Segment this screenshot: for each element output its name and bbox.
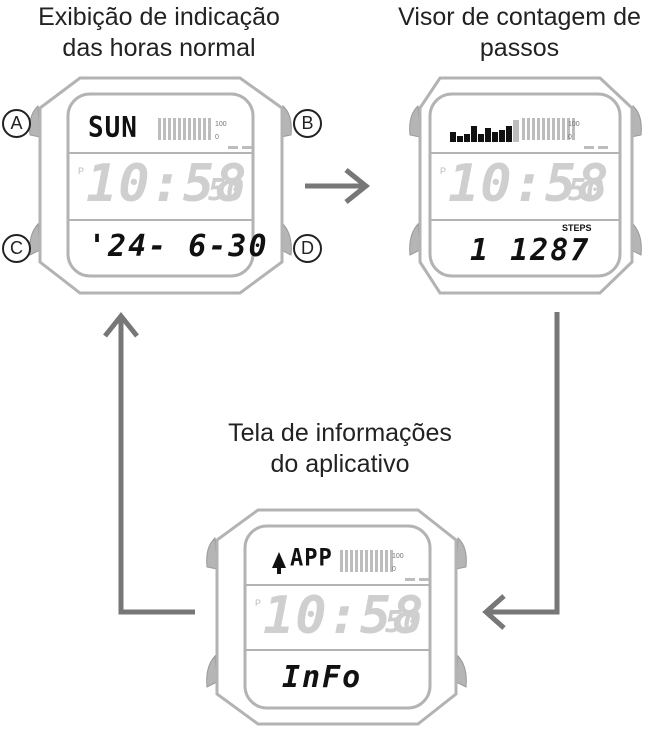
button-d-shape[interactable] — [280, 222, 292, 256]
arrow-app-to-normal — [103, 311, 195, 615]
watch-steps — [409, 76, 642, 295]
button-b-label: B — [293, 109, 322, 138]
button-d-label: D — [293, 234, 322, 263]
gauge-min-label: 0 — [392, 566, 396, 573]
pm-indicator: P — [78, 166, 85, 176]
seconds-display: 50 — [385, 605, 422, 640]
gauge-max-label: 100 — [568, 121, 580, 128]
button-c-shape[interactable] — [29, 222, 41, 256]
seconds-display: 50 — [208, 173, 245, 208]
caption-app-info: Tela de informações do aplicativo — [228, 419, 452, 478]
watch-app — [206, 508, 467, 726]
info-display: InFo — [282, 660, 363, 695]
steps-label: STEPS — [562, 223, 592, 233]
pm-indicator: P — [255, 598, 262, 608]
button-a-shape[interactable] — [29, 104, 41, 138]
watch-case-outline — [38, 76, 284, 295]
time-display: 10:58 — [263, 586, 425, 646]
button-a-label: A — [2, 109, 31, 138]
seconds-display: 50 — [568, 173, 605, 208]
button-c-label: C — [2, 234, 31, 263]
watch-normal — [29, 76, 292, 295]
gauge-min-label: 0 — [215, 134, 219, 141]
arrow-normal-to-steps — [305, 168, 371, 204]
steps-histogram — [450, 120, 519, 142]
weekday-display: SUN — [88, 111, 138, 145]
caption-step-count: Visor de contagem de passos — [398, 3, 641, 62]
gauge-min-label: 0 — [568, 134, 572, 141]
date-display: '24- 6-30 — [88, 229, 269, 264]
watch-bezel — [66, 92, 255, 278]
app-label-display: APP — [290, 544, 333, 573]
gauge-max-label: 100 — [392, 553, 404, 560]
step-count-display: 1 1287 — [470, 233, 591, 268]
app-icon — [272, 552, 286, 574]
button-b-shape[interactable] — [280, 104, 292, 138]
time-display: 10:58 — [448, 154, 610, 214]
caption-normal-time: Exibição de indicação das horas normal — [38, 3, 280, 62]
arrow-steps-to-app — [482, 312, 560, 630]
gauge-max-label: 100 — [215, 121, 227, 128]
pm-indicator: P — [440, 166, 447, 176]
time-display: 10:58 — [86, 154, 248, 214]
